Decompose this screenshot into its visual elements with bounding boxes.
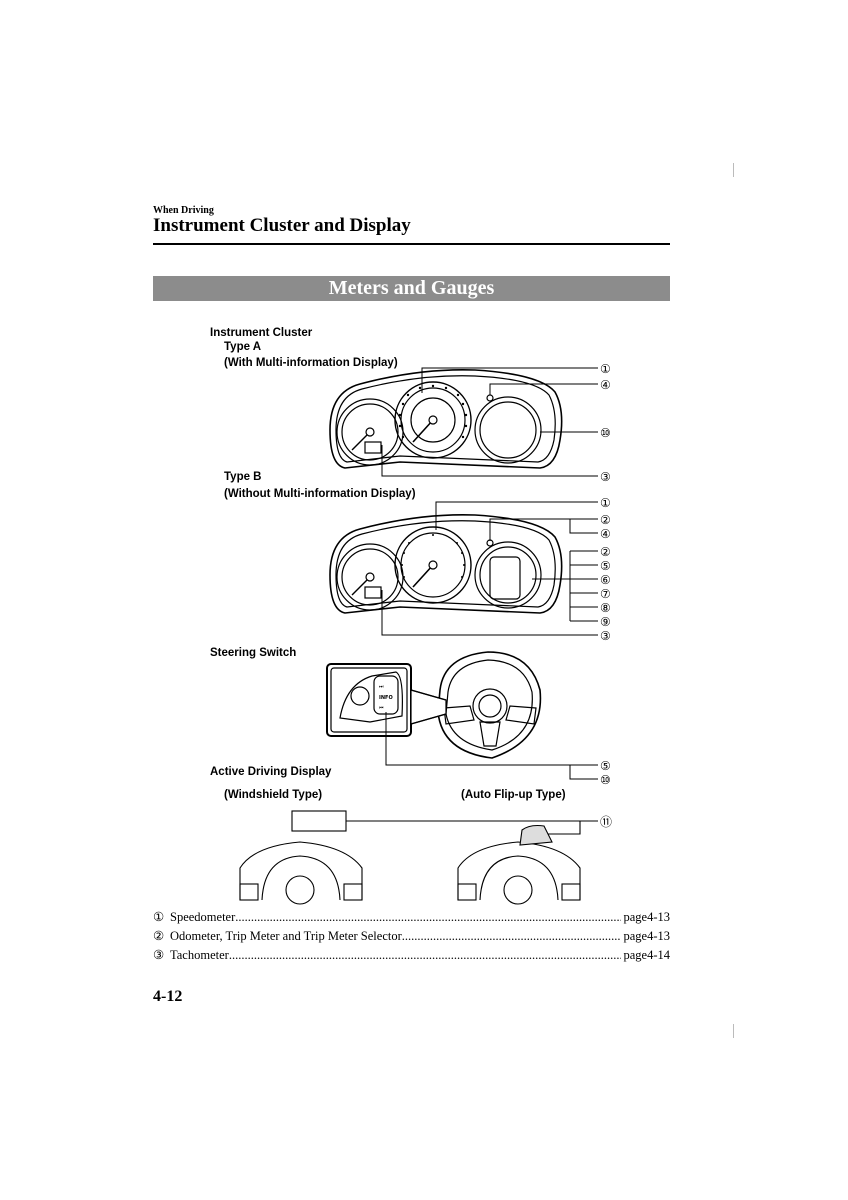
callout-d-11: ⑪ (600, 815, 612, 829)
label-type-b: Type B (224, 471, 262, 483)
page-edge-mark-bottom (733, 1024, 734, 1038)
callout-a-4: ④ (600, 378, 611, 392)
label-auto-flip-type: (Auto Flip-up Type) (461, 789, 566, 801)
label-type-b-desc: (Without Multi-information Display) (224, 488, 416, 500)
ref-label: Tachometer (170, 948, 229, 962)
section-banner: Meters and Gauges (153, 276, 670, 301)
ref-page: page4-13 (623, 929, 670, 943)
ref-label: Speedometer (170, 910, 236, 924)
callout-b-2b: ② (600, 545, 611, 559)
ref-leader (402, 927, 622, 946)
callout-b-6: ⑥ (600, 573, 611, 587)
ref-number: ① (153, 910, 165, 924)
page-edge-mark-top (733, 163, 734, 177)
callout-b-4: ④ (600, 527, 611, 541)
label-windshield-type: (Windshield Type) (224, 789, 323, 801)
callout-b-2: ② (600, 513, 611, 527)
callout-b-3: ③ (600, 629, 611, 643)
ref-label: Odometer, Trip Meter and Trip Meter Sele… (170, 929, 402, 943)
banner-text: Meters and Gauges (328, 277, 495, 299)
reference-list: ① Speedometer page4-13 ② Odometer, Trip … (153, 908, 670, 965)
ref-number: ② (153, 929, 165, 943)
active-driving-display-illustrations (239, 810, 598, 905)
callout-s-5: ⑤ (600, 759, 611, 773)
label-instrument-cluster: Instrument Cluster (210, 327, 313, 339)
label-steering-switch: Steering Switch (210, 647, 297, 659)
type-b-cluster (329, 513, 563, 614)
svg-text:⏮: ⏮ (379, 705, 384, 711)
svg-text:INFO: INFO (379, 695, 393, 701)
ref-number: ③ (153, 948, 165, 962)
callout-s-10: ⑩ (600, 773, 611, 787)
callout-b-8: ⑧ (600, 601, 611, 615)
ref-page: page4-13 (623, 910, 670, 924)
label-type-a: Type A (224, 341, 262, 353)
page-title: Instrument Cluster and Display (153, 215, 411, 236)
title-rule (153, 243, 670, 245)
type-a-tick-marks (398, 384, 468, 439)
section-label: When Driving (153, 205, 214, 216)
svg-text:⏭: ⏭ (379, 684, 384, 690)
callout-a-10: ⑩ (600, 426, 611, 440)
reference-row[interactable]: ③ Tachometer page4-14 (153, 946, 670, 965)
ref-page: page4-14 (623, 948, 670, 962)
label-type-a-desc: (With Multi-information Display) (224, 357, 398, 369)
type-a-cluster (329, 368, 563, 469)
ref-leader (229, 946, 622, 965)
reference-row[interactable]: ② Odometer, Trip Meter and Trip Meter Se… (153, 927, 670, 946)
page-number: 4-12 (153, 988, 183, 1005)
steering-switch-illustration (326, 651, 542, 759)
callout-numbers: ① ④ ⑩ ③ ① ② ④ ② ⑤ ⑥ ⑦ ⑧ ⑨ ③ ⑤ ⑩ ⑪ (600, 362, 612, 829)
callout-b-9: ⑨ (600, 615, 611, 629)
callout-a-1: ① (600, 362, 611, 376)
type-b-tick-marks (401, 534, 465, 578)
reference-row[interactable]: ① Speedometer page4-13 (153, 908, 670, 927)
ref-leader (235, 908, 621, 927)
callout-a-3: ③ (600, 470, 611, 484)
callout-b-7: ⑦ (600, 587, 611, 601)
steering-switch-buttons: ⏭ INFO ⏮ (379, 684, 393, 711)
callout-b-5: ⑤ (600, 559, 611, 573)
label-active-driving-display: Active Driving Display (210, 766, 332, 778)
callout-b-1: ① (600, 496, 611, 510)
